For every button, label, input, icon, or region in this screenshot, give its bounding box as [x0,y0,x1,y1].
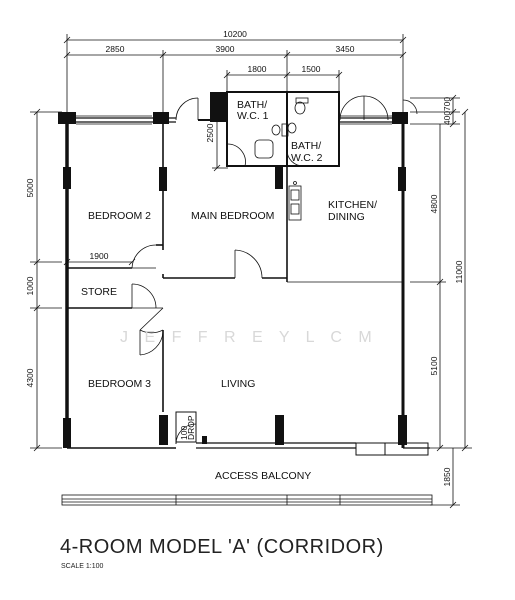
windows [76,115,392,125]
room-label-main-bedroom: MAIN BEDROOM [191,210,274,222]
plan-scale: SCALE 1:100 [61,563,104,570]
dim-3450: 3450 [336,44,355,54]
dim-1900: 1900 [90,251,109,261]
dim-400: 400 [442,111,452,125]
room-label-access-balcony: ACCESS BALCONY [215,470,311,482]
room-label-bath-wc2-line2: W.C. 2 [291,152,323,164]
balcony-railing [61,494,433,506]
room-label-bath-wc1-line1: BATH/ [237,99,267,111]
dim-5000: 5000 [25,178,35,197]
doors [131,95,418,445]
drop-label: DROP [186,415,196,440]
drop-size-label: 100 [179,426,189,440]
dim-700: 700 [442,97,452,111]
dim-11000: 11000 [454,260,464,283]
columns [58,92,408,448]
dim-2850: 2850 [106,44,125,54]
room-labels: BEDROOM 2 MAIN BEDROOM BATH/ W.C. 1 BATH… [81,99,377,482]
room-label-bedroom-3: BEDROOM 3 [88,378,151,390]
room-label-kitchen-line1: KITCHEN/ [328,199,377,211]
dim-1800: 1800 [248,64,267,74]
dim-1000: 1000 [25,276,35,295]
room-label-bath-wc1-line2: W.C. 1 [237,110,269,122]
dim-1850: 1850 [442,467,452,486]
dimension-lines [30,34,472,509]
dim-2500: 2500 [205,123,215,142]
dim-overall-width: 10200 [223,29,247,39]
room-label-store: STORE [81,286,117,298]
walls [60,91,430,456]
plan-title: 4-ROOM MODEL 'A' (CORRIDOR) [60,536,384,558]
room-label-living: LIVING [221,378,255,390]
dim-5100: 5100 [429,356,439,375]
room-label-bath-wc2-line1: BATH/ [291,140,321,152]
dim-4800: 4800 [429,194,439,213]
dim-4300: 4300 [25,368,35,387]
bath-fixtures [254,97,309,159]
dimension-labels: 10200 2850 3900 3450 1800 1500 1900 2500… [25,29,464,486]
dim-3900: 3900 [216,44,235,54]
room-label-bedroom-2: BEDROOM 2 [88,210,151,222]
kitchen-sink-icon [288,181,302,221]
room-label-kitchen-line2: DINING [328,211,365,223]
watermark-text: J E F F R E Y L C M [120,329,378,346]
dim-1500: 1500 [302,64,321,74]
